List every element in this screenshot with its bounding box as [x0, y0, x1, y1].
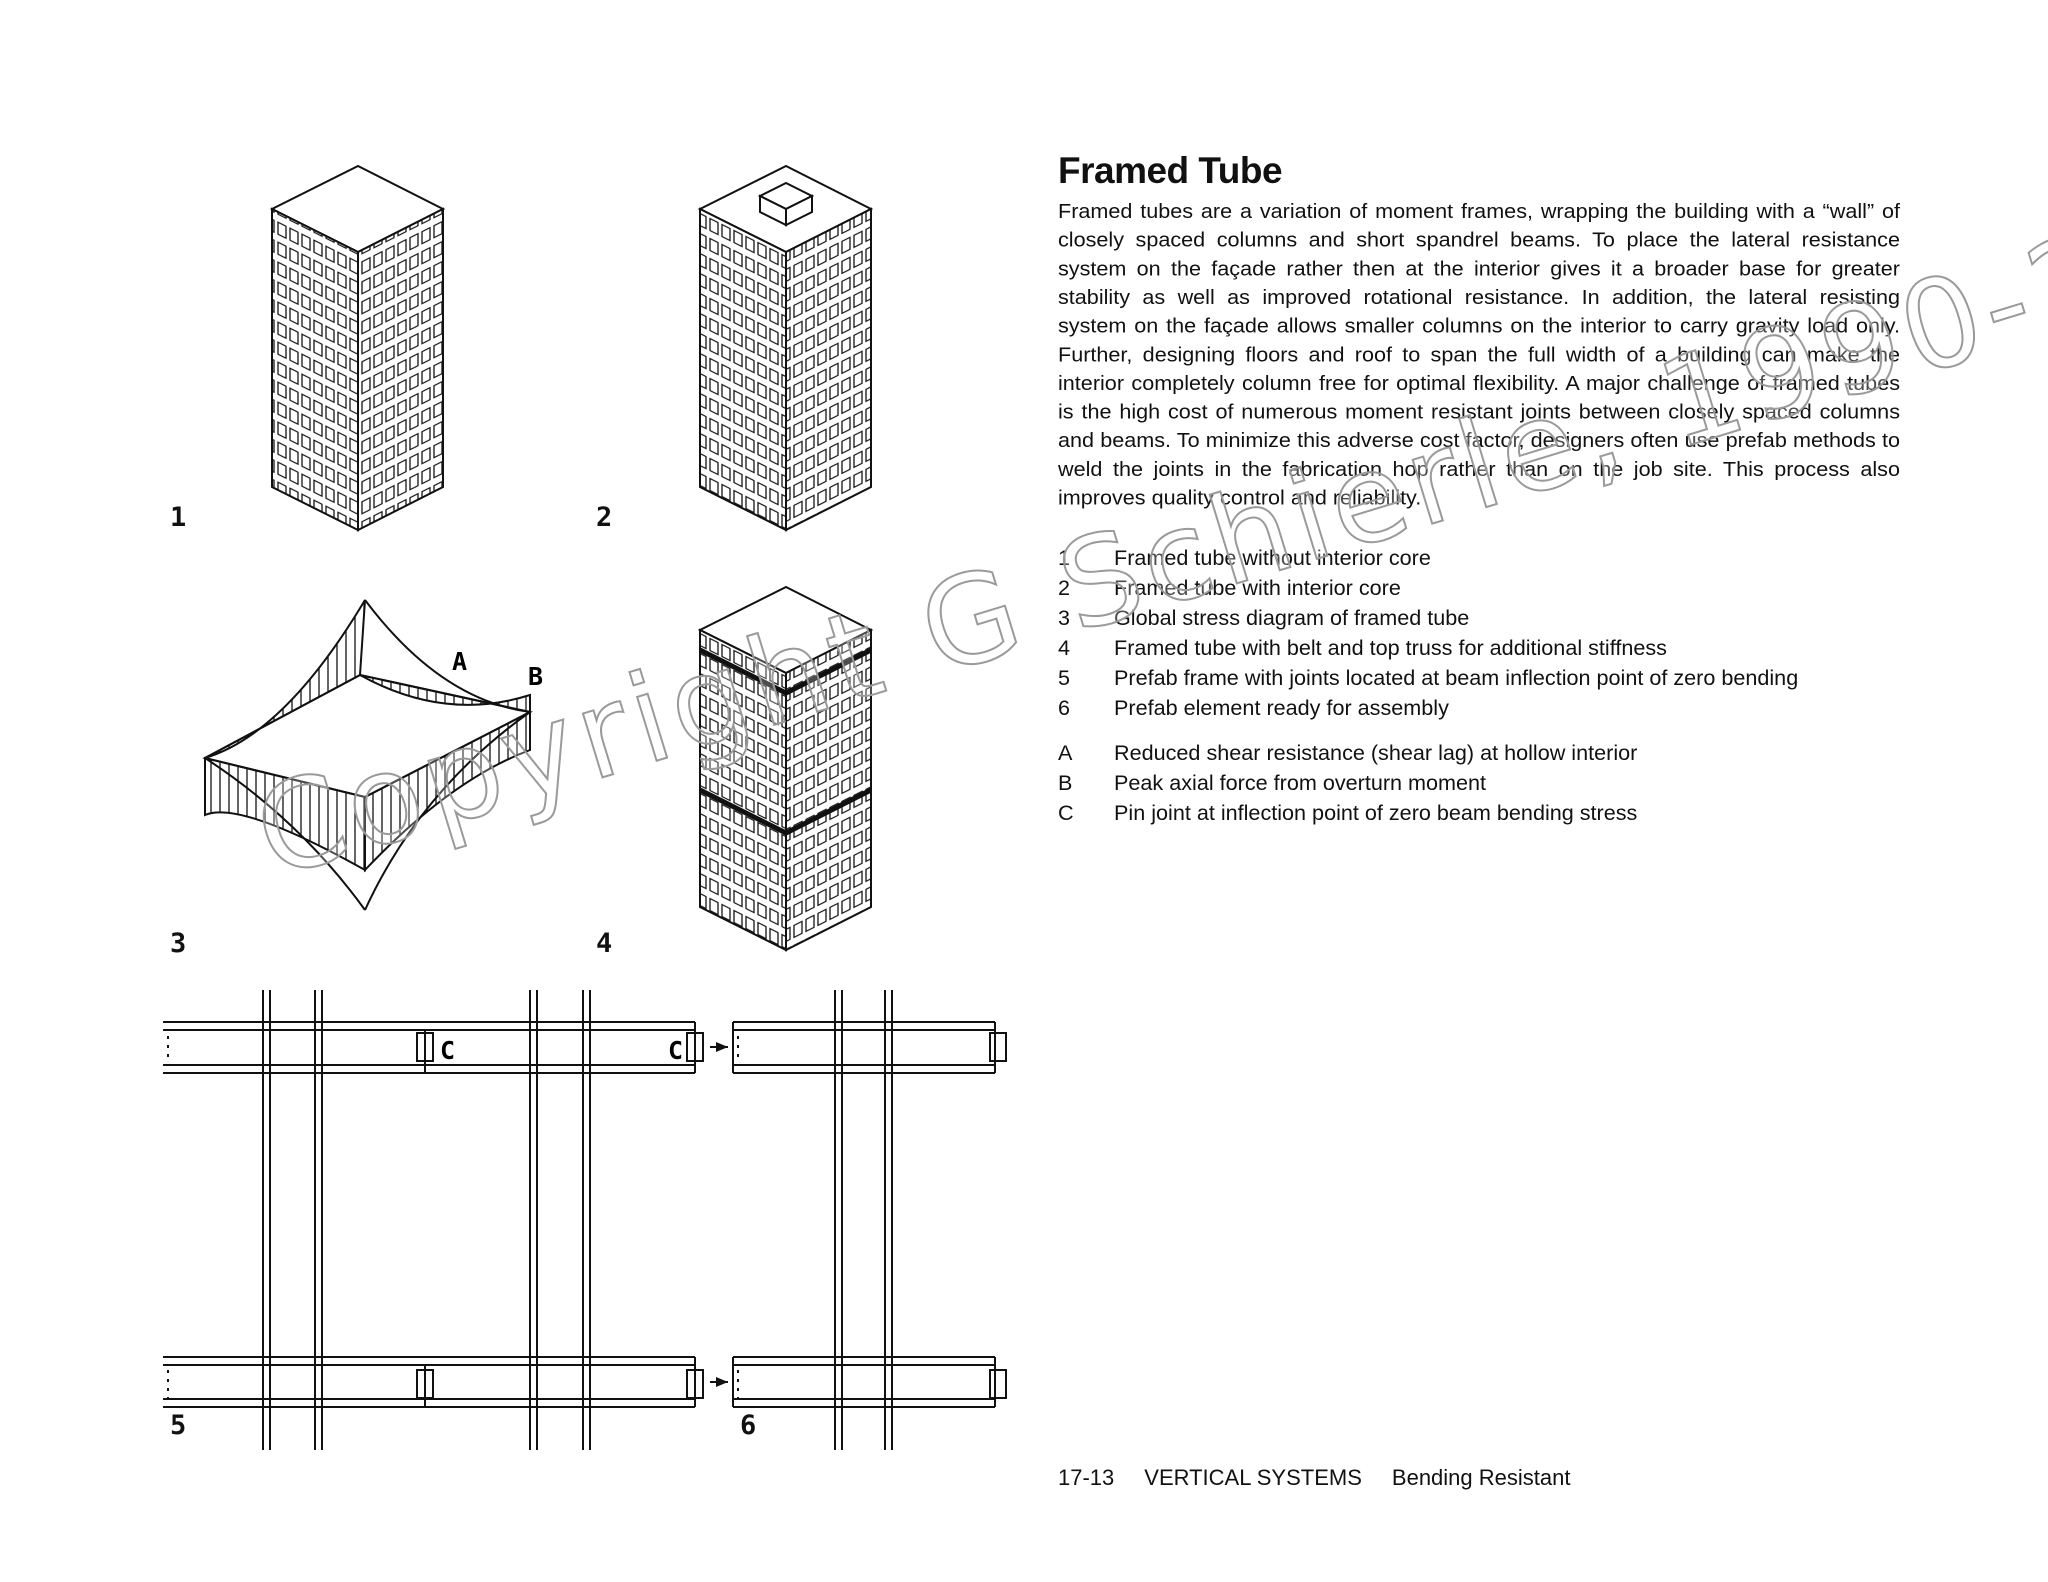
label-c-right: C — [668, 1036, 683, 1065]
prefab-element-drawing — [710, 990, 1007, 1450]
stress-diagram-drawing — [202, 599, 533, 911]
label-a: A — [452, 647, 467, 676]
body-paragraph: Framed tubes are a variation of moment f… — [1058, 198, 1900, 510]
subsection-title: Bending Resistant — [1391, 1465, 1571, 1490]
page-footer: 17-13 VERTICAL SYSTEMS Bending Resistant — [1058, 1465, 1600, 1491]
building-1-drawing — [269, 164, 446, 532]
arrow-icon — [716, 1042, 728, 1052]
figure-number-5: 5 — [170, 1410, 187, 1441]
label-c-left: C — [440, 1036, 455, 1065]
page-number: 17-13 — [1058, 1465, 1115, 1490]
figure-number-1: 1 — [170, 502, 187, 533]
figure-number-3: 3 — [170, 928, 187, 959]
prefab-frame-drawing — [163, 990, 704, 1450]
figure-number-4: 4 — [596, 928, 613, 959]
figure-number-2: 2 — [596, 502, 613, 533]
building-2-drawing — [697, 164, 874, 532]
page-title: Framed Tube — [1058, 150, 1283, 191]
label-b: B — [528, 662, 543, 691]
building-4-drawing — [697, 585, 874, 952]
arrow-icon — [716, 1377, 728, 1387]
section-title: VERTICAL SYSTEMS — [1144, 1465, 1362, 1490]
figure-number-6: 6 — [740, 1410, 757, 1441]
